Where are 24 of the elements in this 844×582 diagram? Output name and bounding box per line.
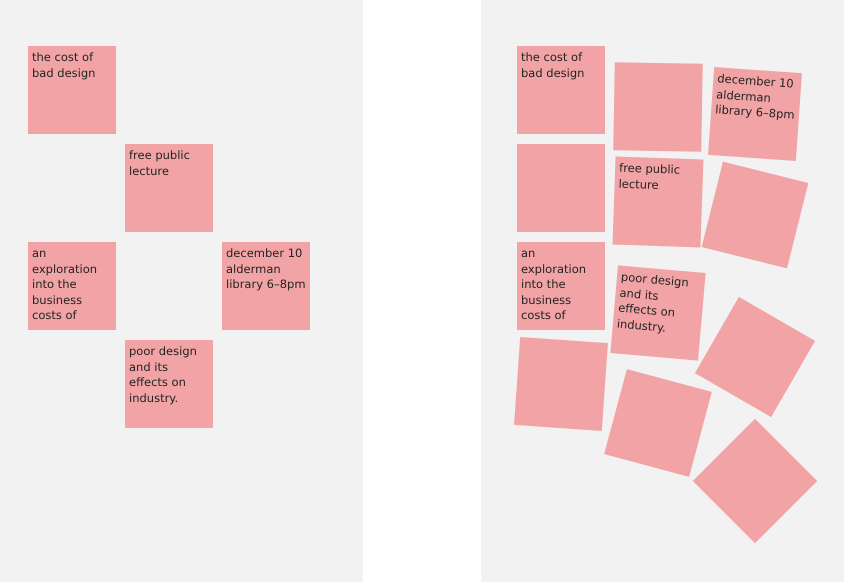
blank-square — [613, 62, 703, 152]
note-text: free public lecture — [618, 160, 682, 194]
note-square — [517, 46, 605, 134]
note-text: poor design and its effects on industry. — [616, 270, 690, 336]
note-text: poor design and its effects on industry. — [129, 344, 198, 406]
poster-panel — [0, 0, 363, 582]
blank-square — [517, 144, 605, 232]
note-text: an exploration into the business costs of — [521, 246, 588, 324]
note-text: the cost of bad design — [32, 50, 96, 81]
note-square — [708, 67, 802, 161]
note-square — [28, 46, 116, 134]
note-square — [125, 340, 213, 428]
note-text: december 10 alderman library 6–8pm — [714, 71, 796, 124]
note-text: an exploration into the business costs of — [32, 246, 98, 324]
note-text: free public lecture — [129, 148, 191, 179]
blank-square — [514, 337, 608, 431]
note-square — [125, 144, 213, 232]
note-text: december 10 alderman library 6–8pm — [226, 246, 306, 292]
note-square — [28, 242, 116, 330]
note-square — [222, 242, 310, 330]
note-text: the cost of bad design — [521, 50, 586, 81]
note-square — [612, 156, 704, 248]
note-square — [517, 242, 605, 330]
poster-panel — [481, 0, 844, 582]
